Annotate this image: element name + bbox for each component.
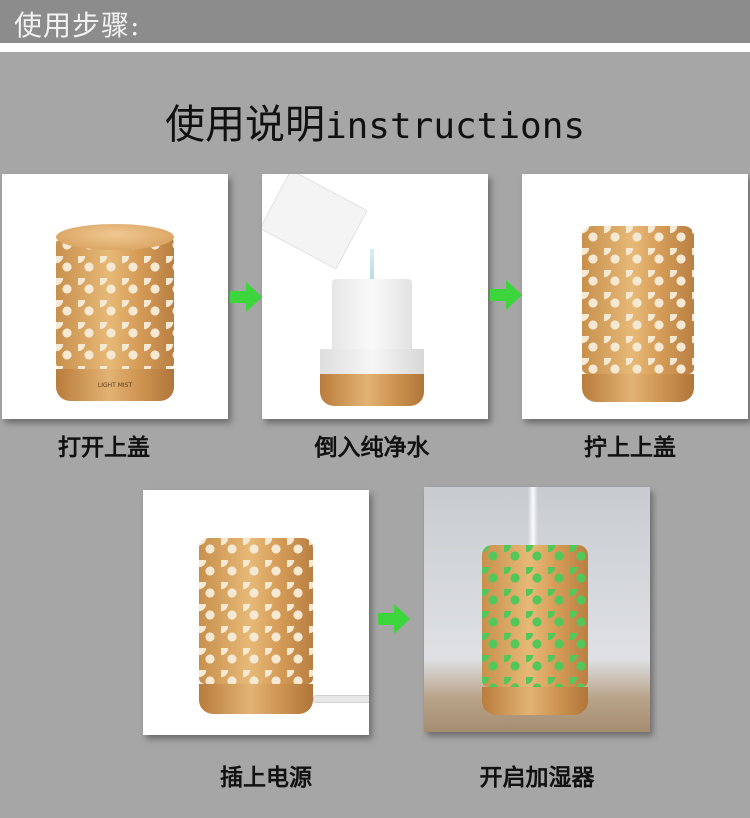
step-4-photo: [143, 490, 369, 735]
water-tank: [332, 279, 412, 354]
step-1-photo: LIGHT MIST: [2, 174, 228, 419]
water-container: [262, 174, 368, 270]
diffuser-image: [582, 226, 694, 402]
arrow-right-icon: [378, 604, 410, 634]
step-2-photo: [262, 174, 488, 419]
step-4-caption: 插上电源: [220, 765, 312, 791]
arrow-right-icon: [490, 280, 522, 310]
page-title: 使用说明instructions: [0, 92, 750, 150]
step-3-caption: 拧上上盖: [584, 435, 676, 461]
step-1-caption: 打开上盖: [58, 435, 150, 461]
water-stream: [370, 249, 374, 281]
inner-chamber: [320, 349, 424, 375]
step-5-photo: [424, 487, 650, 732]
header-bar: 使用步骤:: [0, 0, 750, 43]
arrow-right-icon: [230, 282, 262, 312]
title-en: instructions: [324, 106, 586, 147]
power-cable: [313, 695, 369, 703]
diffuser-image: LIGHT MIST: [56, 224, 174, 401]
diffuser-image: [199, 538, 313, 716]
step-3-photo: [522, 174, 748, 419]
header-divider: [0, 43, 750, 52]
step-2-caption: 倒入纯净水: [314, 435, 430, 461]
device-buttons: LIGHT MIST: [97, 382, 133, 389]
header-label: 使用步骤:: [14, 9, 141, 42]
diffuser-image: [482, 545, 588, 717]
title-zh: 使用说明: [164, 102, 325, 148]
diffuser-base: [320, 374, 424, 406]
mist-plume: [528, 487, 538, 549]
step-5-caption: 开启加湿器: [479, 765, 595, 791]
